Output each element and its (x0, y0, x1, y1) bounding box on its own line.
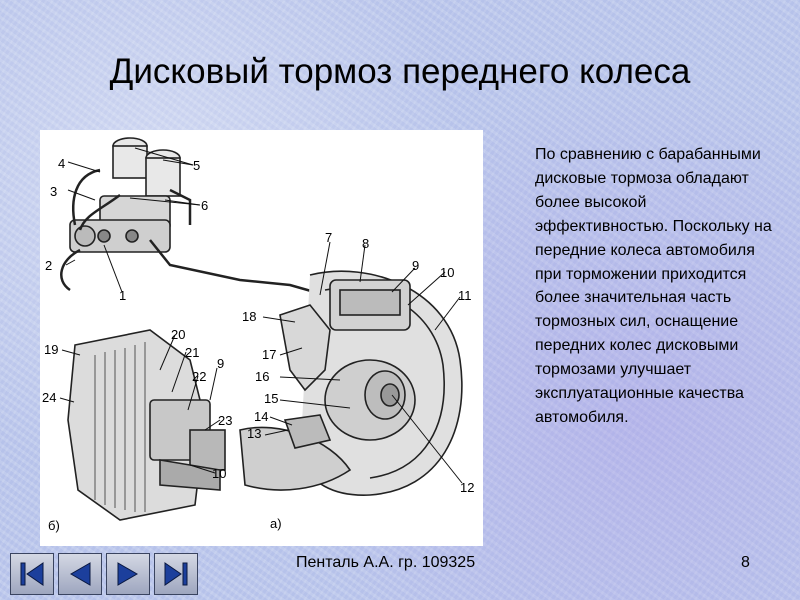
panel-label-a: а) (270, 516, 282, 531)
label-5: 5 (193, 158, 200, 173)
label-23: 23 (218, 413, 232, 428)
disc-brake-diagram: 4 3 2 1 5 6 7 8 9 10 11 12 13 14 15 16 1… (40, 130, 483, 546)
label-20: 20 (171, 327, 185, 342)
label-18: 18 (242, 309, 256, 324)
label-3: 3 (50, 184, 57, 199)
footer-author: Пенталь А.А. гр. 109325 (296, 554, 476, 571)
next-icon (117, 562, 138, 586)
label-22: 22 (192, 369, 206, 384)
disc-brake-drawing: 4 3 2 1 5 6 7 8 9 10 11 12 13 14 15 16 1… (42, 137, 474, 533)
first-icon (20, 562, 44, 586)
slide-navigation (10, 553, 198, 597)
label-6: 6 (201, 198, 208, 213)
label-17: 17 (262, 347, 276, 362)
page-number: 8 (741, 554, 750, 571)
description-text: По сравнению с барабанными дисковые торм… (535, 146, 772, 426)
first-slide-button[interactable] (10, 553, 54, 595)
label-2: 2 (45, 258, 52, 273)
label-21: 21 (185, 345, 199, 360)
panel-label-b: б) (48, 518, 60, 533)
label-7: 7 (325, 230, 332, 245)
next-slide-button[interactable] (106, 553, 150, 595)
label-24: 24 (42, 390, 56, 405)
previous-slide-button[interactable] (58, 553, 102, 595)
label-16: 16 (255, 369, 269, 384)
label-4: 4 (58, 156, 65, 171)
label-12: 12 (460, 480, 474, 495)
label-14: 14 (254, 409, 268, 424)
label-9b: 9 (217, 356, 224, 371)
label-19: 19 (44, 342, 58, 357)
label-11: 11 (458, 288, 472, 303)
previous-icon (70, 562, 91, 586)
label-10: 10 (440, 265, 454, 280)
label-1: 1 (119, 288, 126, 303)
label-9: 9 (412, 258, 419, 273)
label-13: 13 (247, 426, 261, 441)
last-slide-button[interactable] (154, 553, 198, 595)
slide-title: Дисковый тормоз переднего колеса (109, 52, 691, 91)
label-10b: 10 (212, 466, 226, 481)
last-icon (164, 562, 188, 586)
label-15: 15 (264, 391, 278, 406)
label-8: 8 (362, 236, 369, 251)
